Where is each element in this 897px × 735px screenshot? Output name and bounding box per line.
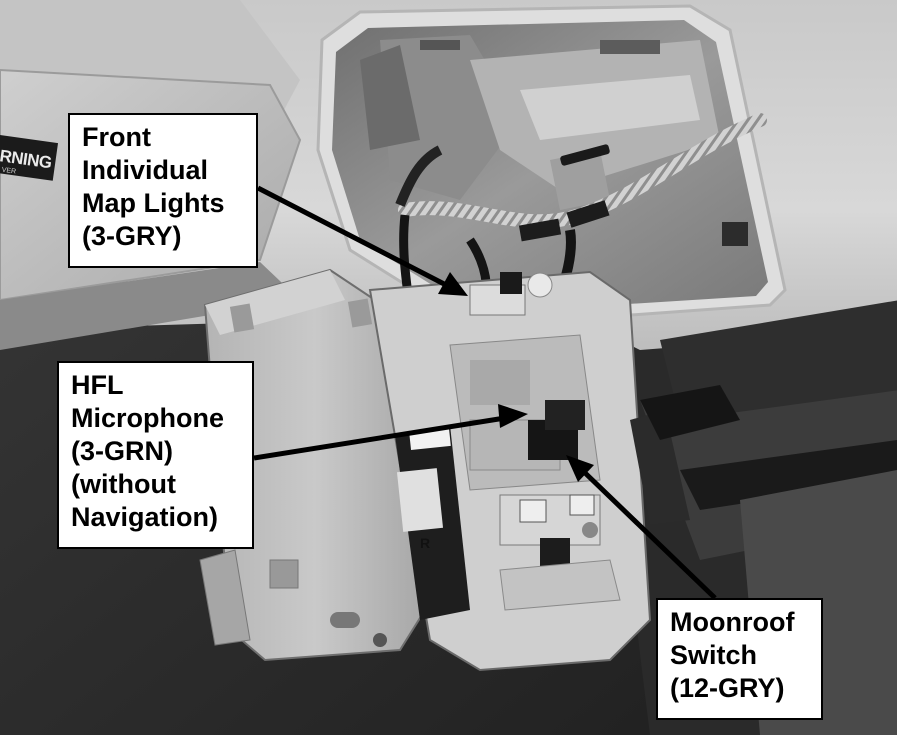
callout-line: Moonroof bbox=[670, 607, 795, 637]
svg-text:VER: VER bbox=[1, 167, 16, 176]
arrow-map-lights bbox=[256, 185, 468, 296]
callout-line: (without bbox=[71, 469, 176, 499]
arrow-hfl-microphone bbox=[253, 404, 528, 461]
callout-line: Microphone bbox=[71, 403, 224, 433]
callout-line: HFL bbox=[71, 370, 124, 400]
callout-line: (12-GRY) bbox=[670, 673, 785, 703]
callout-front-individual-map-lights: Front Individual Map Lights (3-GRY) bbox=[68, 113, 258, 268]
callout-line: Front bbox=[82, 122, 151, 152]
callout-line: Individual bbox=[82, 155, 209, 185]
callout-line: Navigation) bbox=[71, 502, 219, 532]
warning-label bbox=[0, 133, 59, 181]
callout-moonroof-switch: Moonroof Switch (12-GRY) bbox=[656, 598, 823, 720]
callout-line: (3-GRN) bbox=[71, 436, 173, 466]
svg-text:R: R bbox=[420, 535, 430, 551]
callout-line: Map Lights bbox=[82, 188, 225, 218]
arrow-moonroof-switch bbox=[566, 455, 717, 600]
callout-hfl-microphone: HFL Microphone (3-GRN) (without Navigati… bbox=[57, 361, 254, 549]
callout-line: (3-GRY) bbox=[82, 221, 182, 251]
callout-line: Switch bbox=[670, 640, 758, 670]
